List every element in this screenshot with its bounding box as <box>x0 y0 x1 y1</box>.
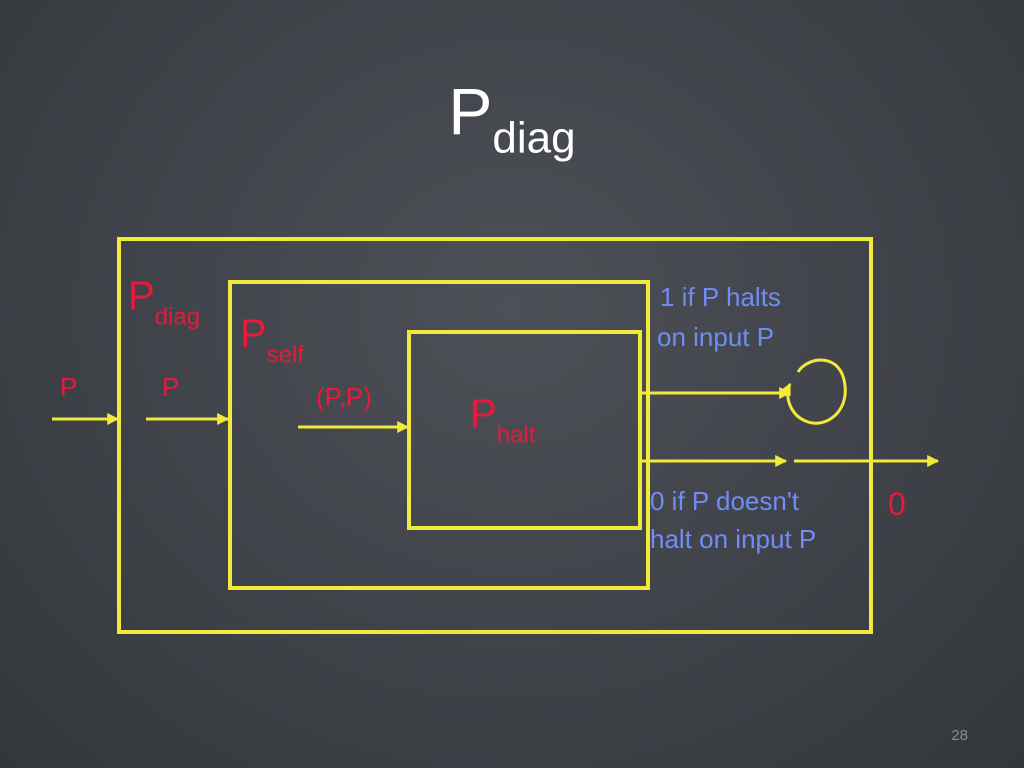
infinite-loop <box>779 358 847 425</box>
inner-box-label-main: P <box>470 392 497 436</box>
middle-box-pself <box>228 280 650 590</box>
halts-annotation-line2: on input P <box>657 322 775 352</box>
inner-box-label: Phalt <box>470 394 535 448</box>
input-label-outer: P <box>60 372 78 402</box>
middle-box-label: Pself <box>240 314 304 368</box>
input-label-inner: (P,P) <box>316 382 372 412</box>
output-label: 0 <box>888 486 906 522</box>
outer-box-pdiag <box>117 237 873 634</box>
not-halts-annotation-line1: 0 if P doesn't <box>650 486 800 516</box>
not-halts-annotation-line2: halt on input P <box>650 524 817 554</box>
middle-box-label-main: P <box>240 312 267 356</box>
outer-box-label-subscript: diag <box>154 303 201 331</box>
inner-box-label-subscript: halt <box>496 421 536 449</box>
slide-title: Pdiag <box>0 78 1024 160</box>
outer-box-label-main: P <box>128 274 155 318</box>
outer-box-label: Pdiag <box>128 276 200 330</box>
halts-annotation-line1: 1 if P halts <box>660 282 781 312</box>
middle-box-label-subscript: self <box>266 341 305 369</box>
input-label-middle: P <box>162 372 180 402</box>
slide-title-main: P <box>448 74 493 148</box>
slide-number: 28 <box>951 727 968 744</box>
slide-title-subscript: diag <box>492 113 576 163</box>
